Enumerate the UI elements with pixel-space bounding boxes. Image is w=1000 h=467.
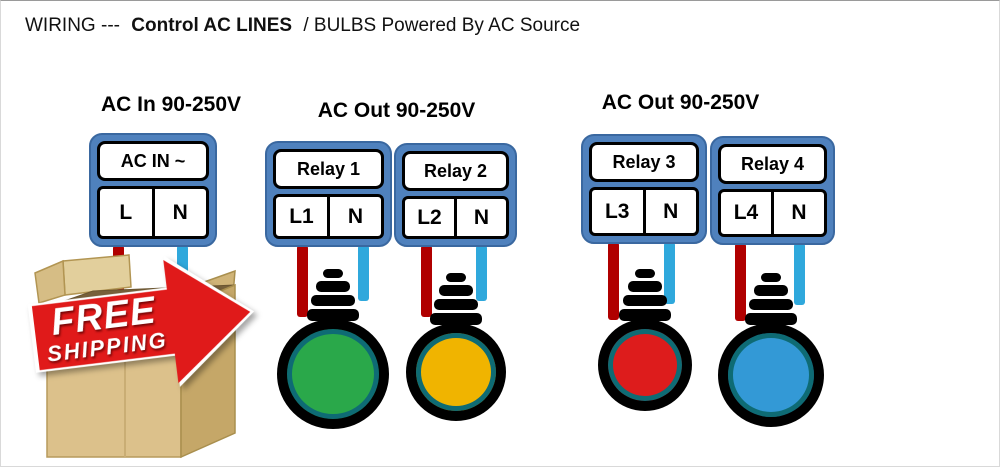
terminal-cell-live: L1: [289, 204, 314, 228]
block-header-label: Relay 1: [273, 149, 384, 189]
bulb-globe-green: [277, 319, 389, 429]
terminal-row: L2 N: [402, 196, 509, 239]
wire-neutral-relay-1: [358, 245, 369, 301]
section-header-ac-out-1: AC Out 90-250V: [317, 99, 476, 122]
wire-neutral-relay-4: [794, 243, 805, 305]
terminal-cell-live: L4: [733, 201, 759, 224]
block-header-label: Relay 2: [402, 151, 509, 191]
terminal-cell-neutral: N: [327, 197, 381, 236]
terminal-block-relay-3: Relay 3 L3 N: [581, 134, 707, 244]
section-header-ac-out-2: AC Out 90-250V: [601, 91, 760, 114]
free-shipping-badge: FREE SHIPPING: [24, 246, 262, 404]
terminal-cell-neutral: N: [771, 192, 824, 234]
section-header-ac-in: AC In 90-250V: [100, 93, 242, 116]
bulb-globe-red: [598, 319, 692, 411]
title-emphasis: Control AC LINES: [131, 15, 293, 36]
block-header-label: Relay 4: [718, 144, 827, 184]
terminal-cell-live: L3: [604, 199, 630, 223]
terminal-block-relay-4: Relay 4 L4 N: [710, 136, 835, 245]
terminal-block-relay-1: Relay 1 L1 N: [265, 141, 392, 247]
wire-live-relay-2: [421, 245, 432, 317]
free-shipping-label: FREE SHIPPING: [32, 287, 178, 372]
block-header-label: AC IN ~: [97, 141, 209, 181]
wire-live-relay-4: [735, 243, 746, 321]
wire-live-relay-3: [608, 242, 619, 320]
bulb-relay-3: [598, 269, 692, 411]
bulb-globe-blue: [718, 323, 824, 427]
bulb-cap-icon: [430, 273, 482, 325]
bulb-cap-icon: [619, 269, 671, 321]
terminal-cell-live: L2: [417, 205, 442, 229]
wire-neutral-relay-3: [664, 242, 675, 304]
terminal-cell-neutral: N: [151, 189, 207, 236]
bulb-globe-yellow: [406, 323, 506, 421]
wire-neutral-relay-2: [476, 245, 487, 301]
title-prefix: WIRING ---: [25, 15, 120, 36]
block-header-label: Relay 3: [589, 142, 699, 182]
terminal-row: L1 N: [273, 194, 384, 239]
title-suffix: / BULBS Powered By AC Source: [303, 15, 581, 36]
bulb-relay-1: [277, 269, 389, 429]
terminal-row: L N: [97, 186, 209, 239]
bulb-cap-icon: [307, 269, 359, 321]
terminal-block-ac-in: AC IN ~ L N: [89, 133, 217, 247]
terminal-cell-live: L: [119, 200, 133, 224]
terminal-cell-neutral: N: [454, 199, 506, 236]
bulb-cap-icon: [745, 273, 797, 325]
bulb-relay-4: [718, 273, 824, 427]
page-title: WIRING --- Control AC LINES / BULBS Powe…: [25, 15, 586, 37]
terminal-cell-neutral: N: [642, 190, 697, 233]
wire-neutral-ac-in: [177, 245, 188, 281]
wire-live-relay-1: [297, 245, 308, 317]
terminal-row: L3 N: [589, 187, 699, 236]
terminal-block-relay-2: Relay 2 L2 N: [394, 143, 517, 247]
terminal-row: L4 N: [718, 189, 827, 237]
bulb-relay-2: [406, 273, 506, 421]
